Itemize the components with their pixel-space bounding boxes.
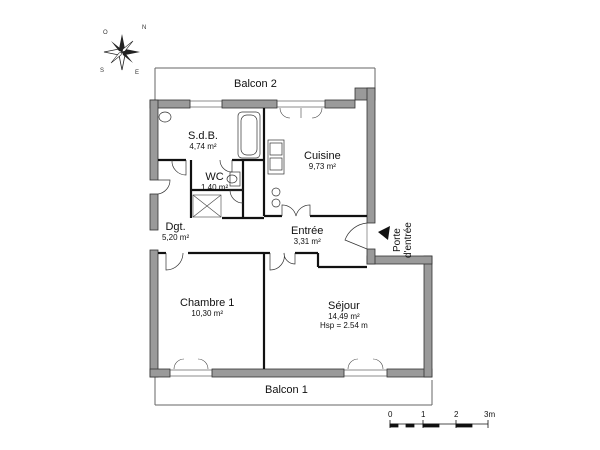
- cooktop-icon: [271, 187, 281, 208]
- room-name: S.d.B.: [188, 130, 218, 142]
- balcon-1-label: Balcon 1: [265, 384, 308, 396]
- washbasin-icon: [158, 111, 172, 123]
- entry-label-line2: d'entrée: [403, 222, 414, 258]
- room-area: 9,73 m²: [308, 162, 336, 171]
- compass-n: N: [142, 25, 147, 31]
- room-entree: Entrée 3,31 m²: [291, 225, 323, 246]
- exterior-walls: [149, 87, 433, 378]
- room-chambre1: Chambre 1 10,30 m²: [180, 297, 234, 318]
- room-dgt: Dgt. 5,20 m²: [162, 221, 189, 242]
- room-area: 5,20 m²: [162, 233, 190, 242]
- room-height: Hsp = 2.54 m: [320, 321, 368, 330]
- compass-icon: [103, 34, 140, 71]
- room-name: Entrée: [291, 225, 324, 237]
- room-area: 10,30 m²: [191, 309, 223, 318]
- compass-o: O: [103, 30, 108, 36]
- room-area: 3,31 m²: [293, 237, 321, 246]
- room-sejour: Séjour 14,49 m² Hsp = 2.54 m: [320, 300, 368, 330]
- room-name: Cuisine: [304, 150, 341, 162]
- room-area: 4,74 m²: [189, 142, 217, 151]
- scale-tick-3: 3m: [484, 410, 496, 419]
- scale-tick-2: 2: [454, 410, 459, 419]
- balcon-2-outline: [154, 67, 376, 100]
- scale-bar: [389, 420, 489, 428]
- room-area: 14,49 m²: [328, 312, 360, 321]
- room-name: Séjour: [328, 300, 360, 312]
- room-name: WC: [205, 171, 224, 183]
- compass-s: S: [100, 68, 105, 74]
- room-cuisine: Cuisine 9,73 m²: [304, 150, 341, 171]
- entry-arrow-icon: [378, 226, 390, 240]
- balcon-1-outline: [154, 375, 433, 406]
- kitchen-sink-icon: [267, 139, 285, 175]
- compass-e: E: [135, 70, 140, 76]
- room-name: Dgt.: [165, 221, 186, 233]
- entry-door-label: Porte d'entrée: [392, 222, 414, 258]
- room-wc: WC 1,40 m²: [201, 171, 228, 192]
- room-sdb: S.d.B. 4,74 m²: [188, 130, 218, 151]
- toilet-icon: [226, 171, 241, 187]
- scale-tick-1: 1: [421, 410, 426, 419]
- entry-label-line1: Porte: [392, 228, 403, 253]
- room-name: Chambre 1: [180, 297, 235, 309]
- bathtub-icon: [237, 111, 261, 159]
- balcon-2-label: Balcon 2: [234, 78, 277, 90]
- cupboard-icon: [192, 194, 222, 218]
- scale-tick-0: 0: [388, 410, 393, 419]
- windows: [169, 100, 388, 377]
- room-area: 1,40 m²: [201, 183, 229, 192]
